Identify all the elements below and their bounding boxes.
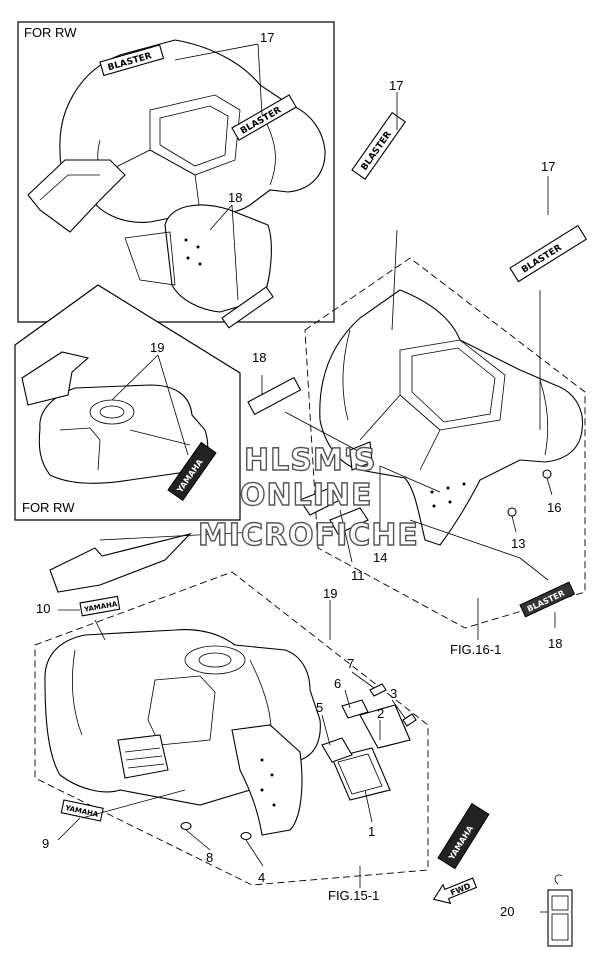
bracket-6 <box>341 699 369 719</box>
rear-fender-body <box>319 289 584 546</box>
inset-rear-label: FOR RW <box>24 25 77 40</box>
callout-18-left: 18 <box>252 350 266 365</box>
bolt-3 <box>402 713 417 727</box>
inset-front-label: FOR RW <box>22 500 75 515</box>
callout-4: 4 <box>258 870 265 885</box>
plate-2 <box>359 704 411 749</box>
callout-16: 16 <box>547 500 561 515</box>
inset-front-fender: FOR RW YAMAHA 19 <box>14 284 241 521</box>
nut-8 <box>180 821 192 831</box>
tag-20 <box>547 874 573 947</box>
bolt-7 <box>369 683 387 697</box>
callout-5: 5 <box>316 700 323 715</box>
svg-text:FWD: FWD <box>449 881 472 897</box>
clip-13 <box>507 507 517 517</box>
rear-fender-outline <box>59 39 326 223</box>
fig-ref-front: FIG.15-1 <box>328 888 379 903</box>
callout-18-right: 18 <box>548 636 562 651</box>
watermark-line-3: MICROFICHE <box>198 518 419 553</box>
fwd-arrow-decal: FWD <box>432 877 478 905</box>
clip-16 <box>542 469 552 479</box>
callout-6: 6 <box>334 676 341 691</box>
callout-11: 11 <box>351 568 365 583</box>
inset-rear-fender: FOR RW BLASTER BLASTER BLASTER <box>17 21 335 329</box>
callout-18-inset: 18 <box>228 190 242 205</box>
callout-17-inset: 17 <box>260 30 274 45</box>
fig-ref-rear: FIG.16-1 <box>450 642 501 657</box>
callout-19-lower: 19 <box>323 586 337 601</box>
callout-14: 14 <box>373 550 387 565</box>
watermark-line-1: HLSM'S <box>244 443 376 478</box>
watermark: HLSM'S ONLINE MICROFICHE <box>197 442 419 553</box>
front-mud-flap <box>231 724 303 836</box>
callout-13: 13 <box>511 536 525 551</box>
callout-9: 9 <box>42 836 49 851</box>
callout-10: 10 <box>36 601 50 616</box>
callout-17-top: 17 <box>389 78 403 93</box>
nut-4 <box>240 831 252 841</box>
callout-2: 2 <box>377 706 384 721</box>
watermark-line-2: ONLINE <box>240 478 373 513</box>
rear-side-panel-left <box>27 159 126 233</box>
callout-19-inset: 19 <box>150 340 164 355</box>
front-side-decal <box>21 351 90 406</box>
plate-1 <box>331 747 391 801</box>
callout-8: 8 <box>206 850 213 865</box>
callout-7: 7 <box>347 656 354 671</box>
callout-20: 20 <box>500 904 514 919</box>
front-fender-assembly: YAMAHA YAMAHA YAMAHA FWD <box>34 531 573 947</box>
front-side-panel-decal <box>49 533 192 593</box>
callout-3: 3 <box>390 686 397 701</box>
callout-17-right: 17 <box>541 159 555 174</box>
callout-1: 1 <box>368 824 375 839</box>
rear-mud-flap <box>164 204 272 313</box>
grille-opening <box>117 734 169 779</box>
